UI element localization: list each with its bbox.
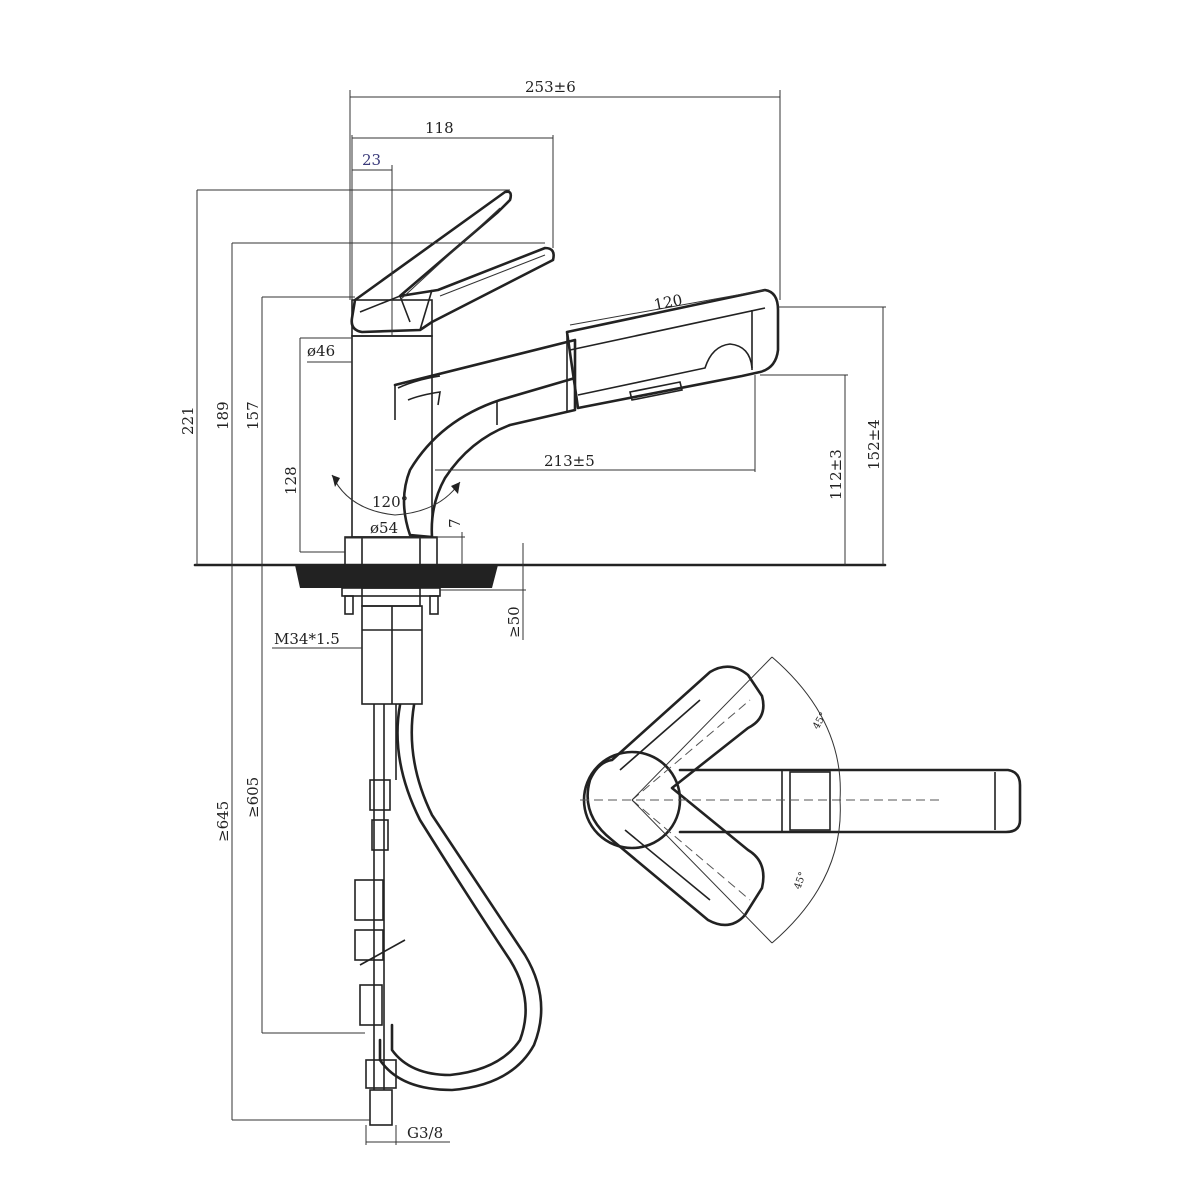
pullout-hose [390, 703, 527, 1077]
dim-swivel-angle: 120° [372, 493, 408, 511]
dim-min-hole-depth: ≥50 [505, 606, 523, 638]
plan-handle [586, 665, 765, 927]
dim-pullout-head-length: 120 [652, 291, 684, 314]
dim-handle-angle-a: 45° [811, 711, 829, 732]
fixing-plate [341, 587, 441, 597]
shank-nut [361, 587, 421, 607]
dim-body-height: 157 [244, 401, 262, 430]
spout [393, 338, 577, 539]
lever-handle [350, 190, 555, 334]
dim-base-thickness: 7 [446, 518, 464, 528]
faucet-side-view [193, 190, 887, 588]
dim-thread: M34*1.5 [274, 630, 340, 648]
dim-overall-length: 253±6 [525, 78, 576, 96]
base-flange [344, 536, 438, 566]
under-counter-assembly [341, 587, 543, 1126]
dim-spout-projection: 213±5 [544, 452, 595, 470]
plan-spout [678, 768, 1022, 834]
dim-total-height: 221 [179, 406, 197, 435]
dim-spout-reach: 118 [425, 119, 454, 137]
dimension-lines: 253±6 118 23 221 189 157 128 ø46 120 [179, 78, 886, 1145]
dim-handle-width: 23 [362, 151, 381, 169]
dim-max-height: 152±4 [865, 419, 883, 470]
countertop-gasket [295, 565, 498, 588]
dim-hose-length-a: ≥645 [214, 801, 232, 842]
dim-body-diameter: ø46 [307, 342, 335, 360]
faucet-plan-view: 45° 45° [580, 656, 1022, 944]
dim-connection: G3/8 [407, 1124, 443, 1142]
dim-outlet-height: 112±3 [827, 449, 845, 500]
dim-base-diameter: ø54 [370, 519, 398, 537]
dim-base-to-outlet: 128 [282, 466, 300, 495]
pullout-spray-head [565, 288, 780, 410]
dim-handle-angle-b: 45° [792, 871, 808, 891]
dim-handle-height: 189 [214, 401, 232, 430]
dim-hose-length-b: ≥605 [244, 777, 262, 818]
